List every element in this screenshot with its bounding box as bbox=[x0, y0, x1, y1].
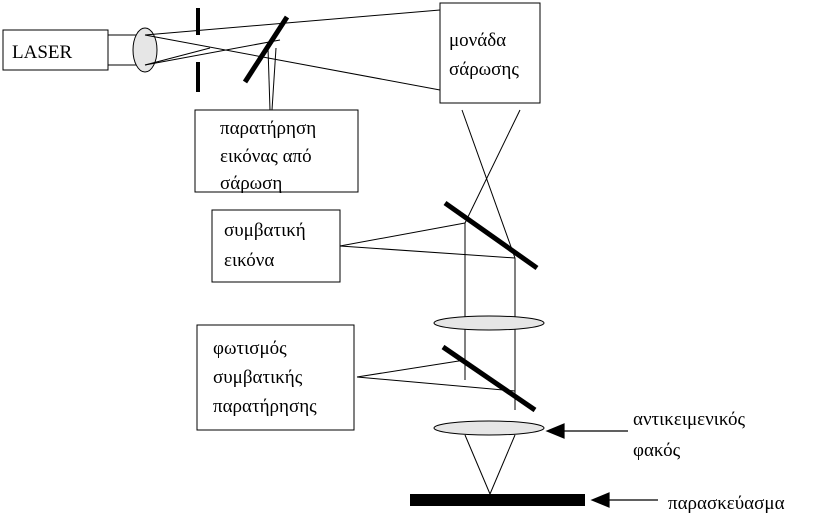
cone-right bbox=[489, 434, 516, 495]
illumination-ray-b bbox=[356, 376, 516, 392]
conventional-image-box bbox=[211, 209, 341, 283]
specimen-arrow-head bbox=[590, 492, 610, 508]
specimen-label: παρασκεύασμα bbox=[668, 493, 785, 514]
specimen-bar bbox=[410, 494, 585, 506]
beam-splitter-top bbox=[242, 15, 290, 84]
illumination-ray-a bbox=[356, 359, 466, 378]
beam-splitter-image bbox=[443, 200, 539, 271]
illumination-label-line2: συμβατικής bbox=[213, 367, 303, 388]
tube-lens bbox=[433, 315, 545, 331]
scan-view-label-line1: παρατήρηση bbox=[220, 118, 316, 139]
conventional-image-label-line2: εικόνα bbox=[224, 250, 274, 271]
laser-box bbox=[2, 29, 109, 71]
scan-ray-left bbox=[461, 109, 516, 259]
scan-ray-right bbox=[464, 109, 521, 224]
cone-left bbox=[464, 434, 491, 495]
image-ray-a bbox=[339, 222, 466, 247]
beam-ray-lower-2 bbox=[144, 39, 281, 66]
beam-splitter-illumination bbox=[441, 344, 537, 413]
objective-label-line2: φακός bbox=[633, 440, 681, 461]
beam-lens bbox=[132, 27, 158, 73]
scan-view-label-line2: εικόνας από bbox=[220, 146, 312, 167]
beam-ray-lower bbox=[144, 47, 211, 66]
objective-label-line1: αντικειμενικός bbox=[633, 409, 745, 430]
objective-arrow-head bbox=[545, 423, 565, 439]
illumination-label-line3: παρατήρησης bbox=[213, 396, 317, 417]
beam-ray-upper-2 bbox=[144, 34, 441, 91]
conventional-image-label-line1: συμβατική bbox=[224, 220, 306, 241]
scan-view-label-line3: σάρωση bbox=[220, 173, 282, 194]
image-ray-b bbox=[339, 245, 516, 259]
scan-unit-box bbox=[439, 2, 541, 104]
scan-unit-label-line2: σάρωσης bbox=[449, 59, 519, 80]
illumination-label-line1: φωτισμός bbox=[213, 338, 287, 359]
scan-unit-label-line1: μονάδα bbox=[449, 30, 506, 51]
scan-view-box bbox=[194, 109, 359, 193]
scan-view-ray-b bbox=[271, 47, 277, 111]
laser-label: LASER bbox=[12, 42, 73, 63]
illumination-box bbox=[196, 324, 355, 431]
scan-view-ray-a bbox=[267, 47, 271, 111]
objective-lens bbox=[433, 420, 545, 436]
beam-ray-upper bbox=[144, 9, 441, 36]
